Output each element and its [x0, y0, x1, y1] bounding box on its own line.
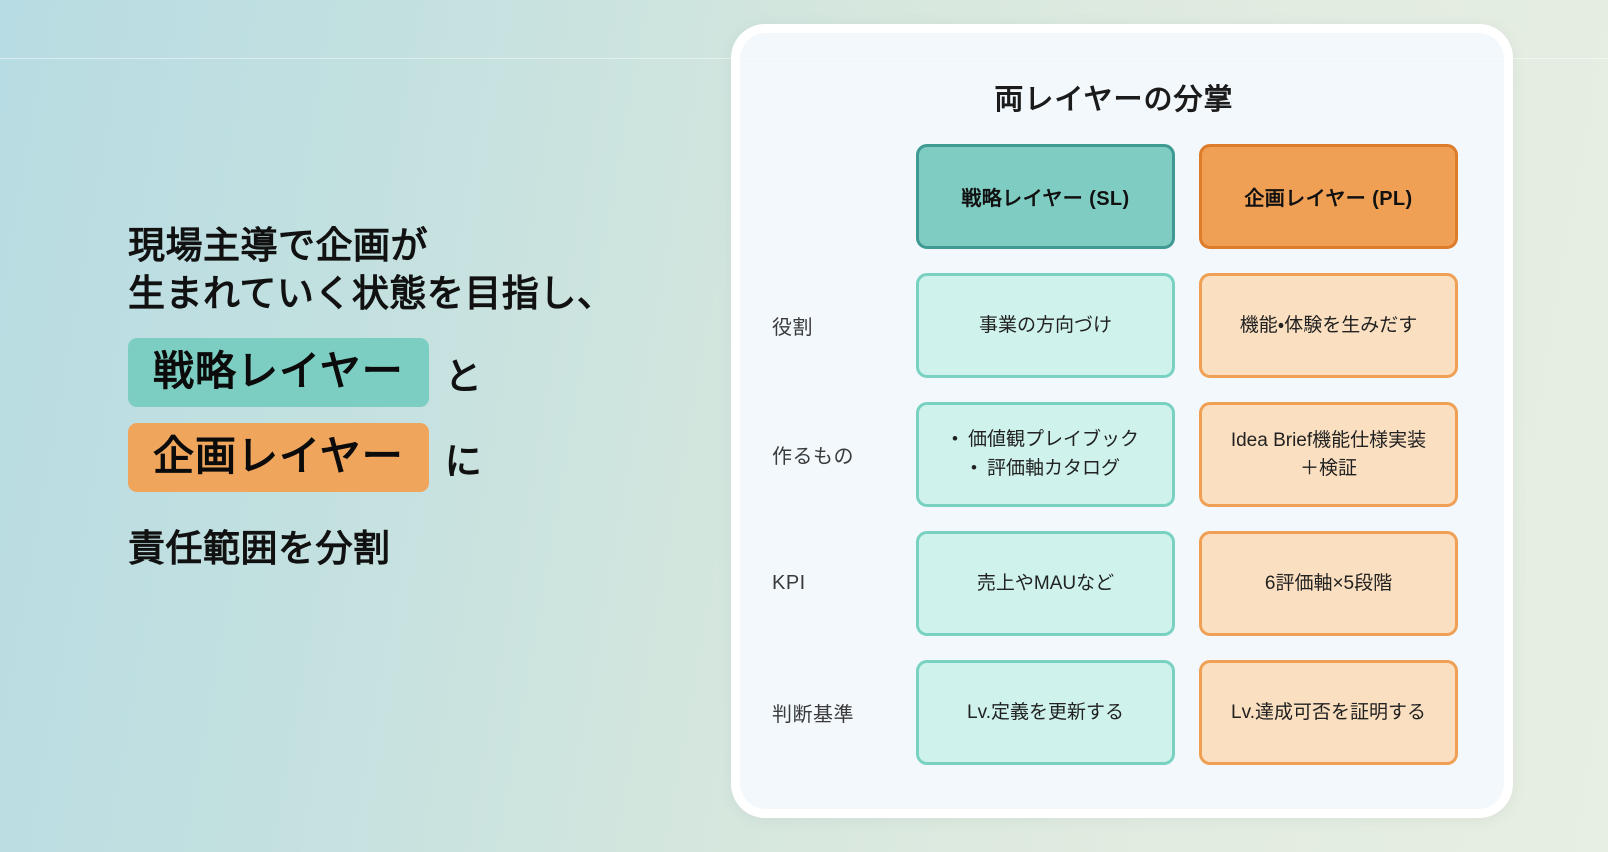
cell-role-sl: 事業の方向づけ [916, 273, 1175, 378]
list-item: 評価軸カタログ [952, 455, 1139, 483]
list-item: 価値観プレイブック [952, 426, 1139, 454]
grid-header-spacer [770, 144, 892, 249]
deliverables-bullet-list: 価値観プレイブック 評価軸カタログ [952, 425, 1139, 483]
row-label-kpi: KPI [772, 572, 806, 594]
comparison-grid: 戦略レイヤー (SL) 企画レイヤー (PL) 役割 事業の方向づけ 機能・体験… [770, 144, 1458, 765]
card-title: 両レイヤーの分掌 [994, 84, 1234, 116]
lead-line-3: 責任範囲を分割 [128, 528, 391, 570]
cell-kpi-pl: 6評価軸×5段階 [1199, 531, 1458, 636]
cell-criteria-sl: Lv.定義を更新する [916, 660, 1175, 765]
lead-line-1: 現場主導で企画が [128, 225, 428, 266]
column-header-sl: 戦略レイヤー (SL) [916, 144, 1175, 249]
cell-deliverables-pl: Idea Brief機能仕様実装 ＋検証 [1199, 402, 1458, 507]
lead-line-2: 生まれていく状態を目指し、 [128, 273, 615, 315]
column-header-pl: 企画レイヤー (PL) [1199, 144, 1458, 249]
cell-criteria-pl: Lv.達成可否を証明する [1199, 660, 1458, 765]
highlight-chip-strategy: 戦略レイヤー [128, 338, 429, 408]
highlight-suffix-planning: に [444, 440, 482, 482]
cell-deliverables-sl: 価値観プレイブック 評価軸カタログ [916, 402, 1175, 507]
deliverables-pl-line-2: ＋検証 [1299, 457, 1357, 479]
row-label-role: 役割 [772, 317, 813, 339]
comparison-card-inner: 両レイヤーの分掌 戦略レイヤー (SL) 企画レイヤー (PL) 役割 事業の方… [740, 33, 1504, 809]
highlight-row-planning: 企画レイヤー に [128, 423, 688, 493]
highlight-chip-planning: 企画レイヤー [128, 423, 429, 493]
row-label-criteria: 判断基準 [772, 704, 854, 726]
comparison-card: 両レイヤーの分掌 戦略レイヤー (SL) 企画レイヤー (PL) 役割 事業の方… [731, 24, 1513, 818]
deliverables-pl-lines: Idea Brief機能仕様実装 ＋検証 [1231, 427, 1426, 482]
cell-kpi-sl: 売上やMAUなど [916, 531, 1175, 636]
deliverables-pl-line-1: Idea Brief機能仕様実装 [1230, 429, 1427, 451]
row-label-deliverables: 作るもの [772, 446, 854, 468]
highlight-row-strategy: 戦略レイヤー と [128, 338, 688, 408]
left-text-pane: 現場主導で企画が 生まれていく状態を目指し、 戦略レイヤー と 企画レイヤー に… [128, 222, 688, 572]
cell-role-pl: 機能・体験を生みだす [1199, 273, 1458, 378]
highlight-suffix-strategy: と [444, 355, 482, 397]
